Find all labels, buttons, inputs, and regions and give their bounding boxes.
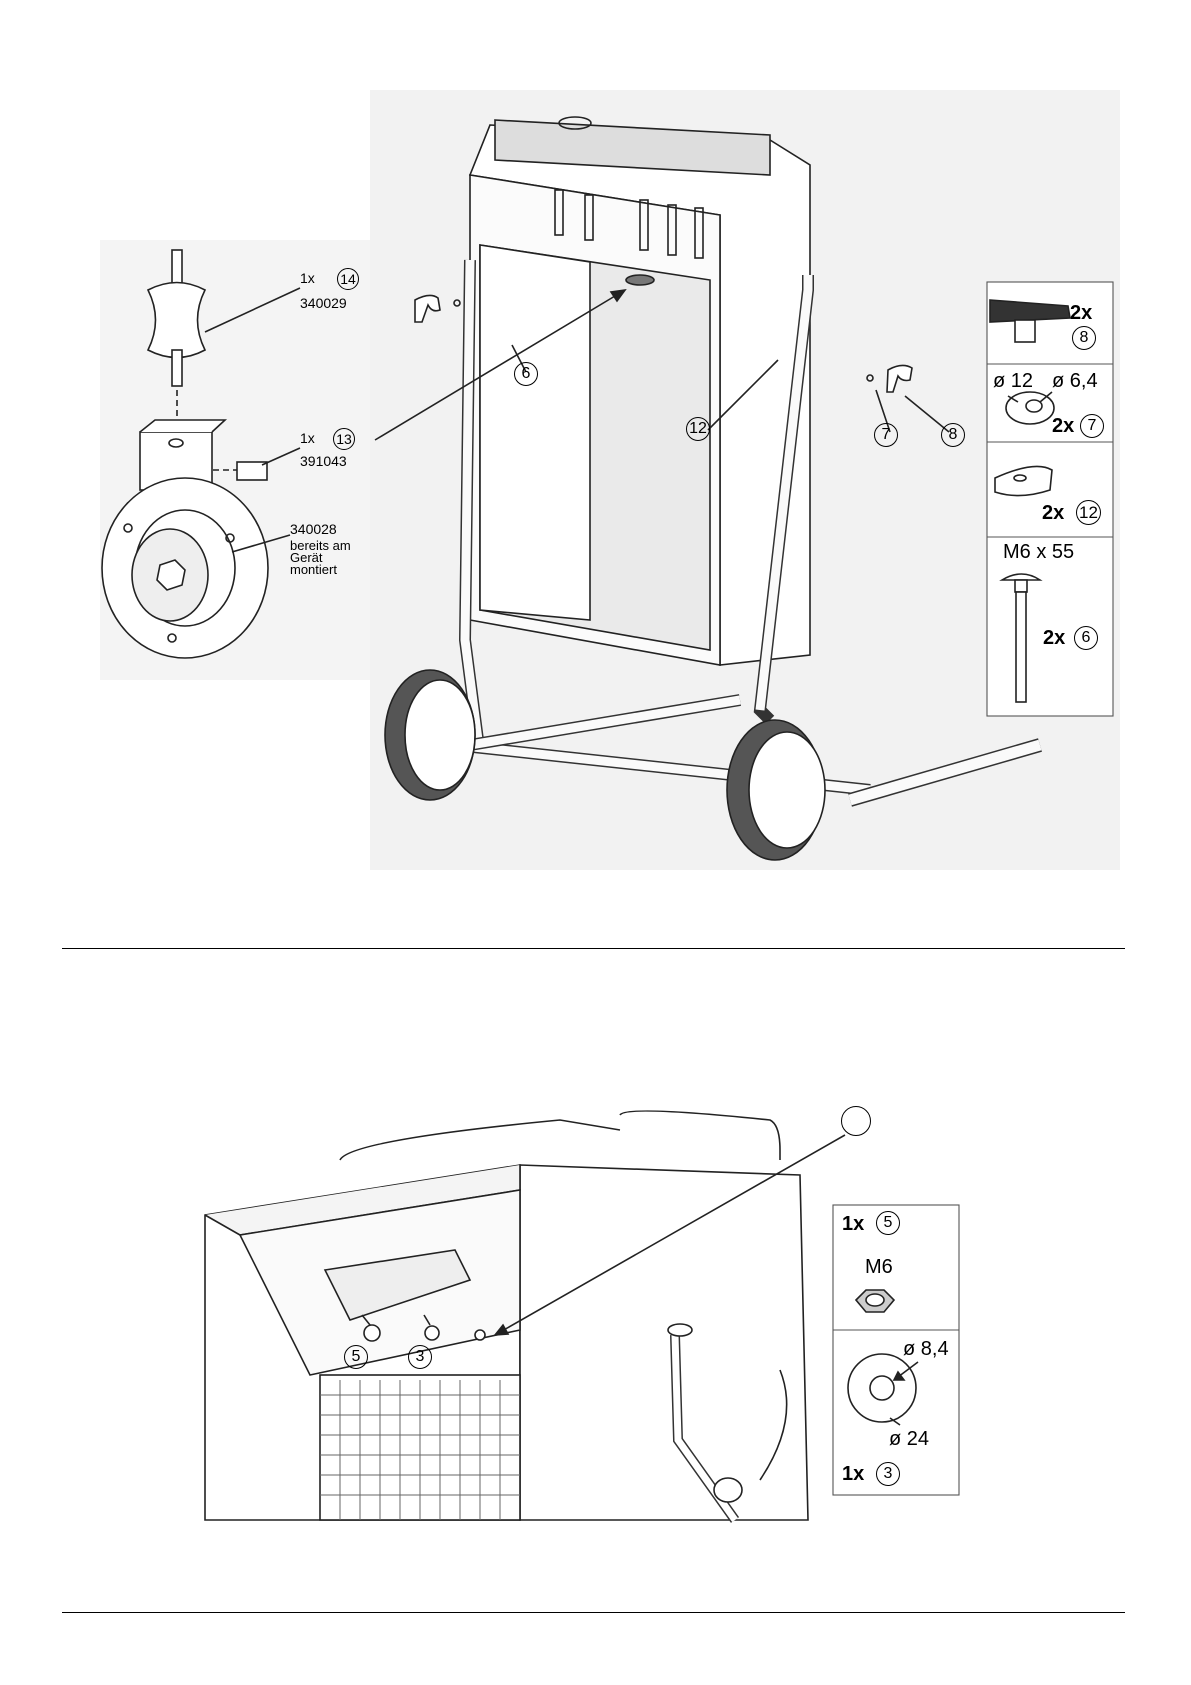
- part340028-code: 340028: [290, 521, 337, 537]
- item12-callout: 12: [1076, 500, 1101, 525]
- item6-size: M6 x 55: [1003, 541, 1074, 564]
- welder-machine-bottom: [205, 1111, 808, 1520]
- part340028-note-3: montiert: [290, 563, 337, 577]
- item6-callout: 6: [1074, 626, 1098, 650]
- part14-qty: 1x: [300, 270, 315, 286]
- part14-callout: 14: [337, 268, 359, 290]
- callout-8: 8: [941, 423, 965, 447]
- item8-callout: 8: [1072, 326, 1096, 350]
- item7-dia-inner: ø 6,4: [1052, 370, 1098, 393]
- item3-qty: 1x: [842, 1463, 864, 1486]
- parts-panel-top: [987, 282, 1113, 716]
- callout-12: 12: [686, 417, 710, 441]
- callout-6: 6: [514, 362, 538, 386]
- washer-small-part: [1006, 392, 1054, 424]
- item5-qty: 1x: [842, 1213, 864, 1236]
- part13-callout: 13: [333, 428, 355, 450]
- part14-code: 340029: [300, 295, 347, 311]
- item8-qty: 2x: [1070, 302, 1092, 325]
- item7-callout: 7: [1080, 414, 1104, 438]
- callout-empty: [841, 1106, 871, 1136]
- motor-flange: [102, 478, 268, 658]
- item7-dia-outer: ø 12: [993, 370, 1033, 393]
- item5-callout: 5: [876, 1211, 900, 1235]
- callout-7: 7: [874, 423, 898, 447]
- item3-callout: 3: [876, 1462, 900, 1486]
- item7-qty: 2x: [1052, 415, 1074, 438]
- item6-qty: 2x: [1043, 627, 1065, 650]
- item3-dia-inner: ø 8,4: [903, 1338, 949, 1361]
- callout-3: 3: [408, 1345, 432, 1369]
- divider-top: [62, 948, 1125, 949]
- part13-code: 391043: [300, 453, 347, 469]
- item12-qty: 2x: [1042, 502, 1064, 525]
- part13-qty: 1x: [300, 430, 315, 446]
- item5-size: M6: [865, 1256, 893, 1279]
- callout-5: 5: [344, 1345, 368, 1369]
- item3-dia-outer: ø 24: [889, 1428, 929, 1451]
- divider-bottom: [62, 1612, 1125, 1613]
- welder-cart-body: [470, 117, 810, 665]
